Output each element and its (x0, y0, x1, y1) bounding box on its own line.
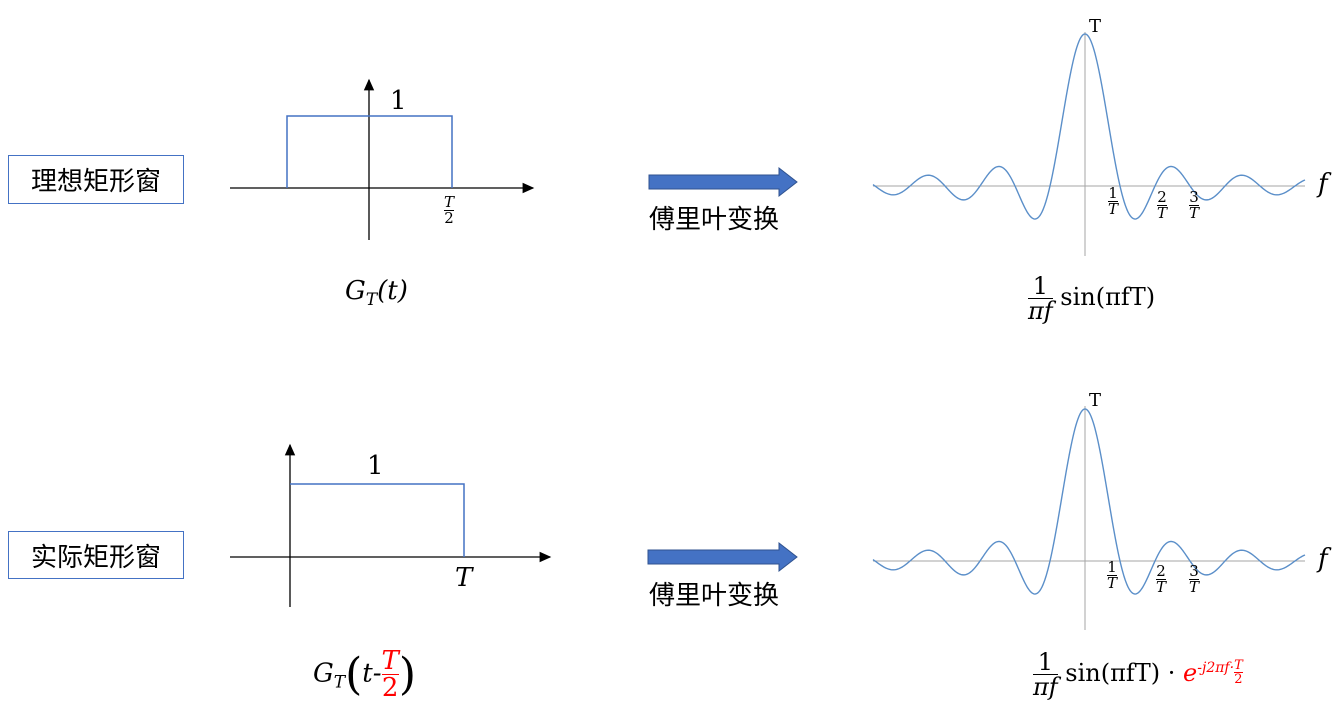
actual-window-label: 实际矩形窗 (8, 531, 184, 579)
row2-rect-pulse (290, 483, 465, 557)
row2-freq-axis-label: f (1318, 544, 1328, 574)
row2-pulse-height: 1 (367, 451, 384, 481)
row1-transform-arrow (648, 166, 798, 198)
row1-freq-axis-label: f (1318, 169, 1328, 199)
row1-time-function: GT(t) (345, 276, 408, 311)
row1-arrow-caption: 傅里叶变换 (649, 205, 780, 235)
row1-pulse-height: 1 (390, 86, 407, 116)
row1-rect-pulse (286, 115, 453, 188)
row2-arrow-caption: 傅里叶变换 (649, 581, 780, 611)
row2-transform-arrow (647, 541, 798, 573)
ideal-window-label: 理想矩形窗 (8, 155, 184, 204)
row2-sinc-curve (872, 408, 1306, 595)
row2-peak-label: T (1089, 390, 1102, 411)
row1-peak-label: T (1089, 16, 1102, 37)
row2-t-edge-label: T (455, 563, 473, 593)
row1-sinc-curve (872, 33, 1306, 220)
